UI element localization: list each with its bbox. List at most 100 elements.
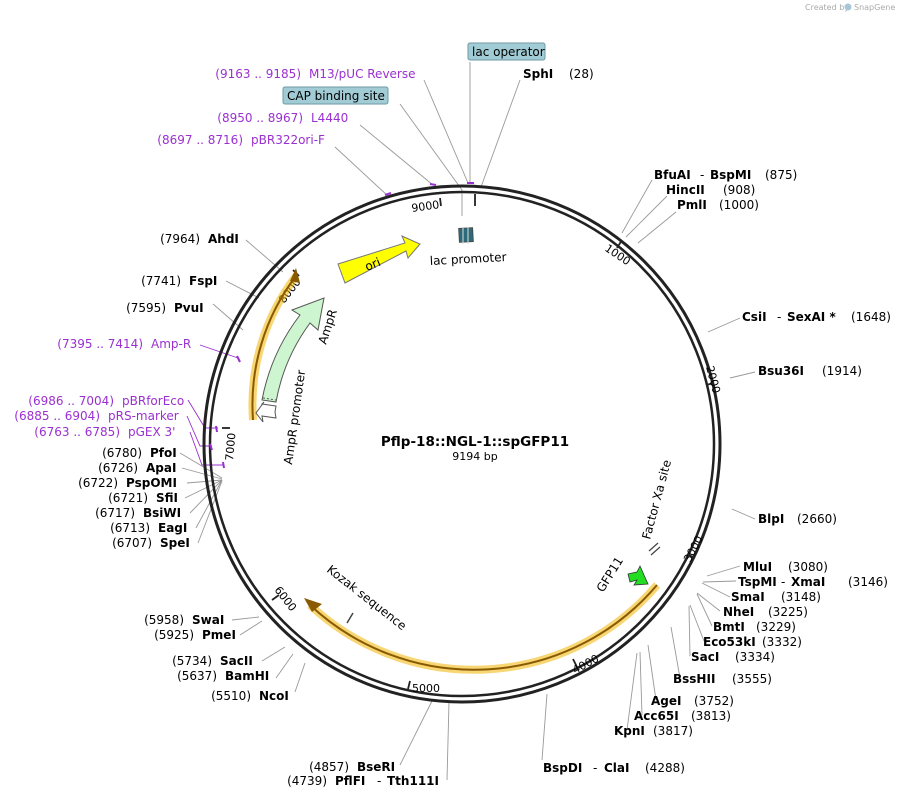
enzyme-name: BfuAI	[654, 168, 691, 182]
enzyme-position: (7595)	[126, 301, 166, 315]
primer-ampr-name: Amp-R	[151, 337, 191, 351]
primer-pbr322-range: (8697 .. 8716)	[157, 133, 243, 147]
enzyme-position: (5958)	[144, 613, 184, 627]
enzyme-name: Acc65I	[634, 709, 679, 723]
snapgene-watermark: Created by SnapGene	[805, 3, 895, 12]
enzyme-position: (1000)	[719, 198, 759, 212]
enzyme-name: Eco53kI	[703, 635, 756, 649]
cds-arrowhead-icon	[304, 598, 322, 612]
enzyme-position: (1914)	[822, 364, 862, 378]
cap-site-box: CAP binding site	[282, 86, 389, 105]
watermark-created-by: Created by	[805, 3, 849, 12]
enzyme-position: (3813)	[691, 709, 731, 723]
enzyme-saci: SacI (3334)	[691, 650, 775, 664]
enzyme-position: (3332)	[762, 635, 802, 649]
snapgene-logo-icon	[844, 3, 852, 11]
enzyme-name: PflFI	[335, 774, 365, 788]
enzyme-smai: SmaI (3148)	[731, 590, 821, 604]
enzyme-mlui: MluI (3080)	[743, 560, 828, 574]
tick-3000: 3000	[681, 534, 706, 565]
enzyme-name: TspMI	[738, 575, 777, 589]
enzyme-sphi: SphI (28)	[523, 67, 594, 81]
tick-7000: 7000	[223, 432, 238, 461]
enzyme-pflfi-tth111i: (4739) PflFI - Tth111I	[287, 774, 439, 788]
primer-marks	[209, 182, 474, 469]
enzyme-bsiwi: (6717) BsiWI	[95, 506, 181, 520]
enzyme-position: (3817)	[653, 724, 693, 738]
enzyme-position: (875)	[765, 168, 797, 182]
enzyme-name: AhdI	[208, 232, 239, 246]
enzyme-separator: -	[377, 774, 381, 788]
enzyme-position: (2660)	[797, 512, 837, 526]
enzyme-name: BamHI	[225, 669, 269, 683]
factor-xa-label: Factor Xa site	[639, 458, 674, 540]
enzyme-name: HincII	[666, 183, 705, 197]
scale-ticks	[222, 194, 715, 690]
enzyme-name: SwaI	[192, 613, 224, 627]
enzyme-position: (3225)	[768, 605, 808, 619]
enzyme-bmti: BmtI (3229)	[713, 620, 796, 634]
enzyme-position: (4739)	[287, 774, 327, 788]
enzyme-hincii: HincII (908)	[666, 183, 755, 197]
watermark-brand: SnapGene	[854, 3, 895, 12]
enzyme-name: PvuI	[174, 301, 204, 315]
enzyme-position: (908)	[723, 183, 755, 197]
enzyme-fspi: (7741) FspI	[141, 274, 217, 288]
gfp11-feature: GFP11	[594, 554, 649, 595]
primer-m13-name: M13/pUC Reverse	[309, 67, 416, 81]
enzyme-eco53ki: Eco53kI (3332)	[703, 635, 802, 649]
enzyme-sfii: (6721) SfiI	[108, 491, 178, 505]
factor-xa-feature: Factor Xa site	[639, 458, 674, 556]
tick-9000: 9000	[411, 198, 441, 215]
cap-site-label: CAP binding site	[287, 89, 385, 103]
enzyme-position: (6721)	[108, 491, 148, 505]
primer-pgex-range: (6763 .. 6785)	[34, 425, 120, 439]
enzyme-position: (6717)	[95, 506, 135, 520]
enzyme-kpni: KpnI (3817)	[614, 724, 693, 738]
enzyme-name: PmlI	[677, 198, 707, 212]
enzyme-separator: -	[777, 310, 781, 324]
enzyme-position: (7741)	[141, 274, 181, 288]
enzyme-position: (3334)	[735, 650, 775, 664]
enzyme-bamhi: (5637) BamHI	[177, 669, 269, 683]
primer-labels: (9163 .. 9185) M13/pUC Reverse (8950 .. …	[14, 67, 415, 439]
primer-pbrforeco-range: (6986 .. 7004)	[28, 394, 114, 408]
enzyme-position: (5637)	[177, 669, 217, 683]
enzyme-position: (3148)	[781, 590, 821, 604]
enzyme-swai: (5958) SwaI	[144, 613, 224, 627]
enzyme-position: (5734)	[172, 654, 212, 668]
primer-l4440-range: (8950 .. 8967)	[217, 111, 303, 125]
enzyme-name: PspOMI	[126, 476, 177, 490]
enzyme-bsu36i: Bsu36I (1914)	[758, 364, 862, 378]
enzyme-blpi: BlpI (2660)	[758, 512, 837, 526]
enzyme-position: (6780)	[102, 446, 142, 460]
leader-lines	[179, 62, 756, 781]
enzyme-position: (7964)	[160, 232, 200, 246]
enzyme-pspomi: (6722) PspOMI	[78, 476, 177, 490]
enzyme-name: BmtI	[713, 620, 745, 634]
enzyme-position: (28)	[569, 67, 594, 81]
enzyme-position: (5510)	[211, 689, 251, 703]
primer-prs-marker-name: pRS-marker	[108, 409, 179, 423]
enzyme-position: (3752)	[694, 694, 734, 708]
enzyme-name: BspDI	[543, 761, 582, 775]
enzyme-position: (6713)	[110, 521, 150, 535]
enzyme-name: PfoI	[150, 446, 177, 460]
primer-pbr322-name: pBR322ori-F	[251, 133, 325, 147]
enzyme-name: SmaI	[731, 590, 765, 604]
enzyme-name-2: SexAI *	[787, 310, 836, 324]
enzyme-name: Bsu36I	[758, 364, 804, 378]
primer-pbrforeco-name: pBRforEco	[122, 394, 184, 408]
enzyme-name: PmeI	[202, 628, 236, 642]
enzyme-position: (6707)	[112, 536, 152, 550]
enzyme-name: BseRI	[357, 760, 395, 774]
enzyme-name: SphI	[523, 67, 553, 81]
enzyme-spei: (6707) SpeI	[112, 536, 190, 550]
enzyme-bseri: (4857) BseRI	[309, 760, 395, 774]
enzyme-separator: -	[781, 575, 785, 589]
enzyme-position: (6726)	[98, 461, 138, 475]
enzyme-name: NcoI	[259, 689, 289, 703]
enzyme-tspmi-xmai: TspMI - XmaI (3146)	[738, 575, 888, 589]
enzyme-name: BsiWI	[143, 506, 181, 520]
